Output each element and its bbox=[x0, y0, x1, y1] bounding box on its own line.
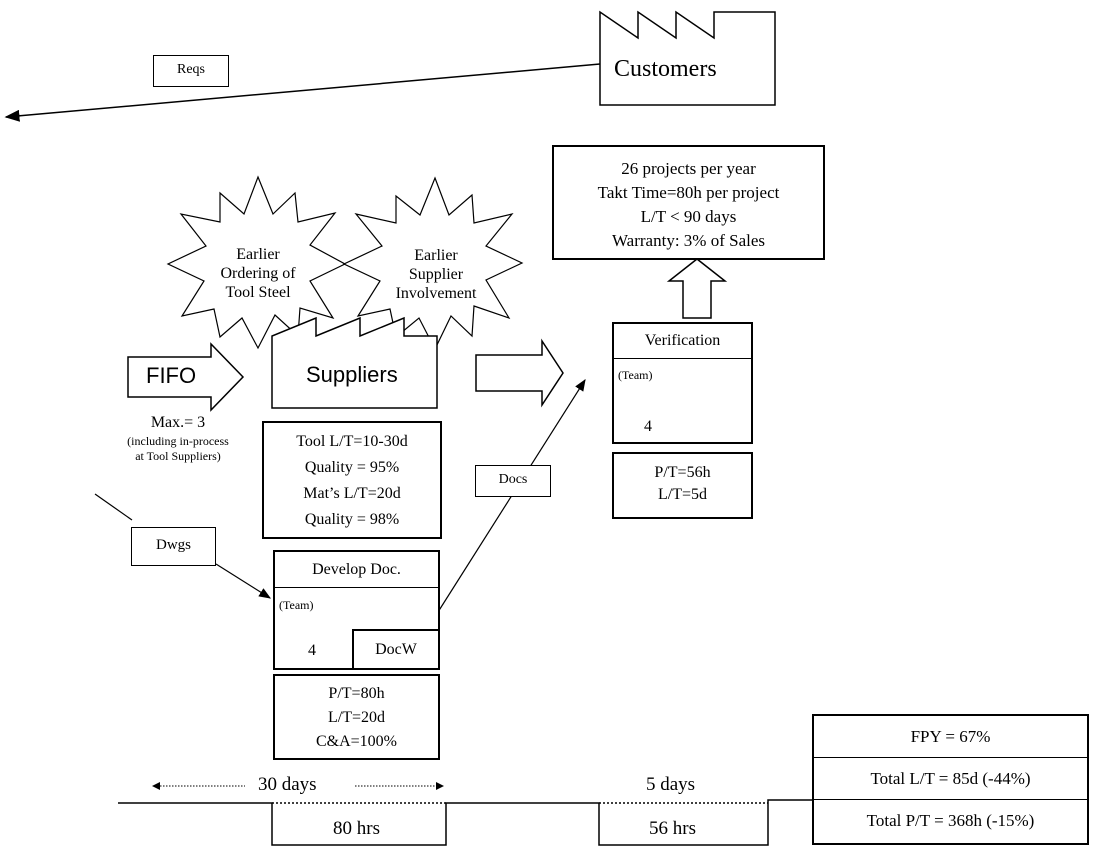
summary-box: FPY = 67% Total L/T = 85d (-44%) Total P… bbox=[812, 714, 1089, 845]
total-process-time: Total P/T = 368h (-15%) bbox=[866, 811, 1035, 830]
timeline-days-2: 5 days bbox=[646, 774, 696, 795]
supplier-factory-icon bbox=[271, 316, 438, 409]
timeline-hours-1: 80 hrs bbox=[333, 818, 380, 839]
supplier-data-line: Tool L/T=10-30d bbox=[296, 433, 408, 450]
customer-factory-icon bbox=[599, 10, 776, 106]
verification-team: (Team) bbox=[618, 368, 653, 382]
supplier-data-line: Quality = 95% bbox=[304, 459, 400, 476]
develop-doc-title: Develop Doc. bbox=[275, 552, 438, 588]
fifo-note: (including in-process at Tool Suppliers) bbox=[127, 434, 229, 463]
dwgs-flow-arrow bbox=[94, 493, 133, 521]
requirement-line: L/T < 90 days bbox=[640, 207, 737, 226]
reqs-label-box: Reqs bbox=[153, 55, 229, 87]
fifo-arrow bbox=[127, 342, 245, 412]
verification-title: Verification bbox=[614, 324, 751, 359]
develop-doc-data-box: P/T=80h L/T=20d C&A=100% bbox=[273, 674, 440, 760]
timeline-days-1: 30 days bbox=[258, 774, 317, 795]
kaizen-burst-supplier-text: Earlier Supplier Involvement bbox=[395, 247, 477, 302]
develop-doc-data-line: C&A=100% bbox=[315, 733, 398, 750]
push-arrow bbox=[475, 338, 564, 408]
timeline-hours-2: 56 hrs bbox=[649, 818, 696, 839]
timeline bbox=[118, 782, 812, 846]
verification-data-box: P/T=56h L/T=5d bbox=[612, 452, 753, 519]
docs-label-box: Docs bbox=[475, 465, 551, 497]
kaizen-burst-tool-steel-text: Earlier Ordering of Tool Steel bbox=[220, 246, 296, 301]
develop-doc-team: (Team) bbox=[279, 598, 314, 612]
requirement-line: Takt Time=80h per project bbox=[597, 183, 780, 202]
develop-doc-data-line: P/T=80h bbox=[328, 685, 385, 702]
verification-data-line: L/T=5d bbox=[657, 486, 707, 503]
verification-operators: 4 bbox=[644, 418, 652, 435]
reqs-arrow bbox=[4, 63, 601, 122]
customer-requirements-box: 26 projects per year Takt Time=80h per p… bbox=[552, 145, 825, 260]
verification-data-line: P/T=56h bbox=[654, 464, 711, 481]
requirement-line: 26 projects per year bbox=[621, 159, 756, 178]
up-arrow bbox=[666, 258, 728, 319]
supplier-data-line: Quality = 98% bbox=[304, 511, 400, 528]
customer-label: Customers bbox=[614, 56, 717, 82]
dwgs-label: Dwgs bbox=[155, 537, 191, 553]
doc-tool-box: DocW bbox=[352, 629, 440, 670]
verification-process-box: Verification (Team) 4 bbox=[612, 322, 753, 444]
supplier-data-box: Tool L/T=10-30d Quality = 95% Mat’s L/T=… bbox=[262, 421, 442, 539]
dwgs-label-box: Dwgs bbox=[131, 527, 216, 566]
develop-doc-data-line: L/T=20d bbox=[327, 709, 385, 726]
docs-label: Docs bbox=[498, 472, 528, 487]
develop-doc-operators: 4 bbox=[308, 642, 316, 659]
total-lead-time: Total L/T = 85d (-44%) bbox=[814, 758, 1087, 800]
supplier-data-line: Mat’s L/T=20d bbox=[303, 485, 401, 502]
fifo-label: FIFO bbox=[146, 363, 197, 388]
fifo-max-label: Max.= 3 bbox=[150, 414, 206, 431]
supplier-label: Suppliers bbox=[306, 362, 398, 387]
kaizen-burst-tool-steel bbox=[166, 175, 347, 350]
doc-tool-label: DocW bbox=[375, 641, 417, 658]
requirement-line: Warranty: 3% of Sales bbox=[612, 231, 765, 250]
fpy-value: FPY = 67% bbox=[814, 716, 1087, 758]
reqs-label: Reqs bbox=[177, 62, 205, 77]
